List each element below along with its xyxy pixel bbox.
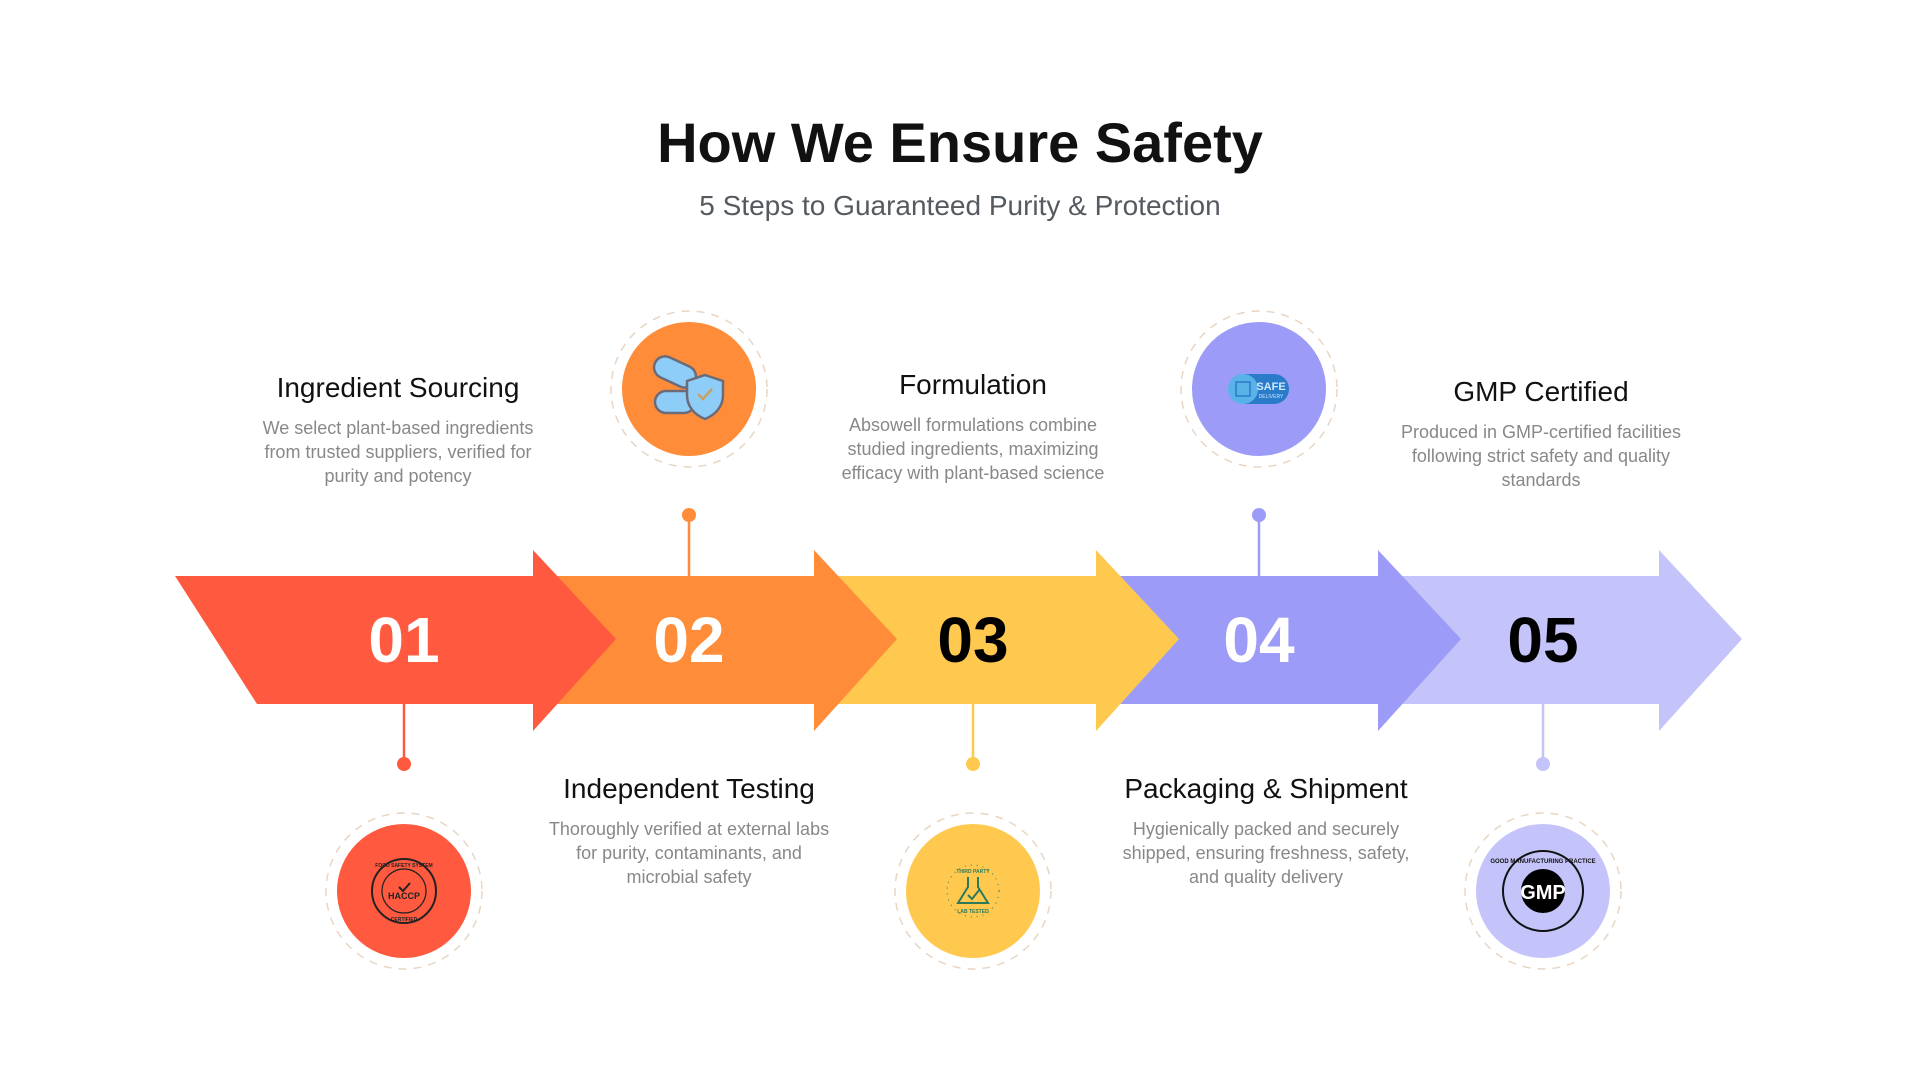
step-description: Hygienically packed and securely shipped…	[1122, 819, 1410, 887]
svg-text:LAB TESTED: LAB TESTED	[957, 909, 989, 915]
connector-dot	[682, 508, 696, 522]
dashed-ring	[325, 812, 483, 970]
svg-text:HACCP: HACCP	[388, 891, 420, 901]
arrow-step-2	[533, 550, 897, 731]
step-description: Absowell formulations combine studied in…	[841, 415, 1105, 483]
page-subtitle: 5 Steps to Guaranteed Purity & Protectio…	[699, 190, 1221, 221]
step-4-text: Packaging & Shipment Hygienically packed…	[1116, 773, 1416, 889]
step-description: We select plant-based ingredients from t…	[262, 418, 534, 486]
connector-dot	[397, 757, 411, 771]
step-3-text: Formulation Absowell formulations combin…	[823, 369, 1123, 485]
dashed-ring	[1180, 310, 1338, 468]
step-description: Thoroughly verified at external labs for…	[548, 819, 830, 887]
step-number: 05	[1507, 604, 1578, 676]
svg-text:CERTIFIED: CERTIFIED	[391, 917, 418, 923]
svg-text:SAFE: SAFE	[1256, 381, 1285, 393]
step-number: 04	[1223, 604, 1295, 676]
dashed-ring	[1464, 812, 1622, 970]
step-number: 02	[653, 604, 724, 676]
svg-text:GMP: GMP	[1520, 882, 1566, 904]
step-description: Produced in GMP-certified facilities fol…	[1400, 422, 1682, 490]
svg-text:FOOD SAFETY SYSTEM: FOOD SAFETY SYSTEM	[375, 863, 432, 869]
step-1-text: Ingredient Sourcing We select plant-base…	[248, 372, 548, 488]
page-title: How We Ensure Safety	[657, 111, 1263, 174]
connector-dot	[1252, 508, 1266, 522]
arrow-step-5	[1378, 550, 1742, 731]
step-number: 01	[368, 604, 439, 676]
svg-text:DELIVERY: DELIVERY	[1259, 394, 1284, 400]
svg-text:THIRD PARTY: THIRD PARTY	[956, 869, 990, 875]
pills-shield-icon	[652, 355, 725, 421]
connector-dot	[1536, 757, 1550, 771]
icon-circle	[906, 824, 1040, 958]
haccp-badge-icon: HACCP FOOD SAFETY SYSTEM CERTIFIED	[371, 858, 437, 924]
step-number: 03	[937, 604, 1008, 676]
arrow-step-4	[1096, 550, 1461, 731]
step-title: Ingredient Sourcing	[276, 372, 520, 403]
dashed-ring	[894, 812, 1052, 970]
lab-tested-badge-icon: THIRD PARTY LAB TESTED	[946, 864, 1000, 918]
gmp-badge-icon: GMP GOOD MANUFACTURING PRACTICE	[1490, 850, 1596, 932]
step-title: GMP Certified	[1453, 376, 1629, 407]
step-2-text: Independent Testing Thoroughly verified …	[539, 773, 839, 889]
connector-dot	[966, 757, 980, 771]
step-title: Formulation	[899, 369, 1047, 400]
step-title: Independent Testing	[563, 773, 815, 804]
dashed-ring	[610, 310, 768, 468]
step-title: Packaging & Shipment	[1124, 773, 1408, 804]
svg-text:GOOD MANUFACTURING PRACTICE: GOOD MANUFACTURING PRACTICE	[1490, 859, 1595, 865]
arrow-step-3	[814, 550, 1179, 731]
arrow-step-1	[175, 550, 616, 731]
step-5-text: GMP Certified Produced in GMP-certified …	[1391, 376, 1691, 492]
